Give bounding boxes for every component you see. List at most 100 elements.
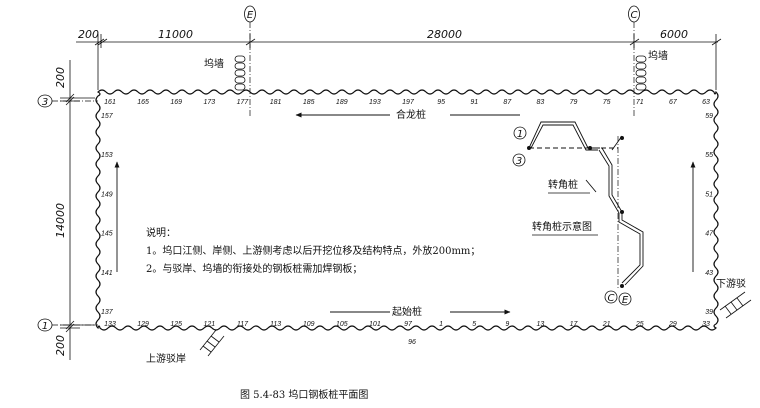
- bottom-pile-number: 105: [336, 321, 348, 328]
- right-pile-number: 55: [705, 152, 713, 159]
- downstream-bank-symbol: [719, 291, 752, 319]
- downstream-bank-label: 下游驳: [716, 277, 746, 290]
- dim-left-14000: 14000: [54, 203, 67, 238]
- left-pile-number: 149: [101, 191, 113, 198]
- top-pile-number: 177: [237, 99, 250, 106]
- axis-1-label: 1: [42, 321, 48, 332]
- corner-axis-3: [512, 153, 526, 167]
- corner-pile-diagram: [528, 121, 644, 290]
- top-pile-number: 165: [137, 99, 149, 106]
- corner-axis-c-label: C: [608, 293, 615, 304]
- top-pile-number: 169: [170, 99, 182, 106]
- bottom-pile-number: 17: [570, 321, 579, 328]
- bottom-pile-number: 5: [472, 321, 476, 328]
- bottom-pile-number: 109: [303, 321, 315, 328]
- dim-left-200-bottom: 200: [54, 335, 67, 356]
- bottom-pile-number: 129: [137, 321, 149, 328]
- dim-top-11000: 11000: [158, 28, 193, 41]
- right-pile-number: 43: [705, 270, 713, 277]
- notes-line-2: 2。与驳岸、坞墙的衔接处的钢板桩需加焊钢板；: [146, 262, 362, 275]
- left-pile-number: 141: [101, 270, 113, 277]
- top-pile-number: 67: [669, 99, 678, 106]
- top-pile-number: 75: [603, 99, 611, 106]
- top-pile-number: 91: [470, 99, 478, 106]
- dock-wall-right-label: 坞墙: [648, 49, 668, 62]
- right-pile-numbers: 59 55 51 47 43 39: [705, 113, 714, 316]
- bottom-pile-number: 97: [404, 321, 413, 328]
- bottom-pile-number: 113: [270, 321, 281, 328]
- axis-3: 3: [37, 94, 98, 108]
- bottom-pile-number: 29: [668, 321, 677, 328]
- top-pile-number: 173: [203, 99, 215, 106]
- bottom-pile-number-extra: 96: [408, 339, 416, 346]
- axis-c-label: C: [631, 10, 638, 21]
- bottom-pile-number: 117: [237, 321, 249, 328]
- axis-3-label: 3: [42, 97, 48, 108]
- left-pile-number: 145: [101, 231, 113, 238]
- top-pile-number: 79: [570, 99, 578, 106]
- bottom-pile-number: 101: [369, 321, 381, 328]
- dim-top-200: 200: [78, 28, 99, 41]
- corner-axis-1-label: 1: [517, 129, 523, 140]
- bottom-pile-number: 125: [170, 321, 182, 328]
- corner-axis-e: [618, 292, 632, 306]
- top-pile-number: 181: [270, 99, 282, 106]
- right-pile-number: 47: [705, 231, 714, 238]
- corner-node-c: [620, 210, 624, 214]
- top-pile-number: 63: [702, 99, 710, 106]
- bottom-pile-number: 121: [203, 321, 215, 328]
- upstream-bank-symbol: [199, 329, 225, 357]
- right-pile-number: 59: [705, 113, 713, 120]
- bottom-pile-number: 9: [505, 321, 509, 328]
- corner-node-e: [620, 136, 624, 140]
- right-pile-number: 39: [705, 309, 713, 316]
- bottom-pile-number: 25: [635, 321, 644, 328]
- bottom-pile-number: 133: [104, 321, 116, 328]
- dim-left-200-top: 200: [54, 67, 67, 88]
- notes-line-1: 1。坞口江侧、岸侧、上游侧考虑以后开挖位移及结构特点，外放200mm；: [146, 244, 480, 257]
- dock-wall-left-label: 坞墙: [204, 57, 224, 70]
- dock-wall-left-symbol: [234, 55, 246, 91]
- axis-c: C: [628, 5, 640, 118]
- axis-e: E: [244, 5, 256, 118]
- top-pile-number: 197: [402, 99, 415, 106]
- closure-pile-label: 合龙桩: [396, 108, 426, 121]
- corner-pile-diagram-label: 转角桩示意图: [532, 220, 592, 233]
- left-dimension-line: [60, 60, 95, 360]
- top-pile-number: 185: [303, 99, 315, 106]
- notes-title: 说明：: [146, 226, 176, 239]
- bottom-pile-number: 1: [439, 321, 443, 328]
- upstream-bank-label: 上游驳岸: [146, 352, 186, 365]
- left-pile-number: 137: [101, 309, 114, 316]
- corner-node-d: [620, 284, 624, 288]
- top-pile-number: 71: [636, 99, 644, 106]
- corner-axis-3-label: 3: [516, 156, 522, 167]
- axis-e-label: E: [247, 10, 254, 21]
- bottom-pile-number: 33: [702, 321, 710, 328]
- dock-wall-right-symbol: [635, 55, 647, 91]
- corner-axis-c: [604, 290, 618, 304]
- corner-node-a: [527, 146, 531, 150]
- axis-1: 1: [37, 318, 98, 332]
- bottom-pile-number: 21: [602, 321, 611, 328]
- corner-pile-label: 转角桩: [548, 178, 578, 191]
- top-pile-number: 87: [503, 99, 512, 106]
- start-pile-label: 起始桩: [392, 305, 422, 318]
- left-pile-number: 153: [101, 152, 113, 159]
- top-pile-number: 83: [537, 99, 545, 106]
- left-pile-number: 157: [101, 113, 114, 120]
- right-pile-number: 51: [705, 191, 713, 198]
- top-dimension-line: [76, 34, 722, 90]
- sheet-pile-wall: [95, 89, 719, 331]
- top-pile-number: 161: [104, 99, 116, 106]
- left-pile-numbers: 157 153 149 145 141 137: [101, 113, 114, 316]
- dim-top-28000: 28000: [427, 28, 462, 41]
- corner-node-b: [588, 146, 592, 150]
- corner-axis-1: [513, 126, 527, 140]
- corner-axis-e-label: E: [622, 295, 629, 306]
- dim-top-6000: 6000: [660, 28, 688, 41]
- top-pile-number: 193: [369, 99, 381, 106]
